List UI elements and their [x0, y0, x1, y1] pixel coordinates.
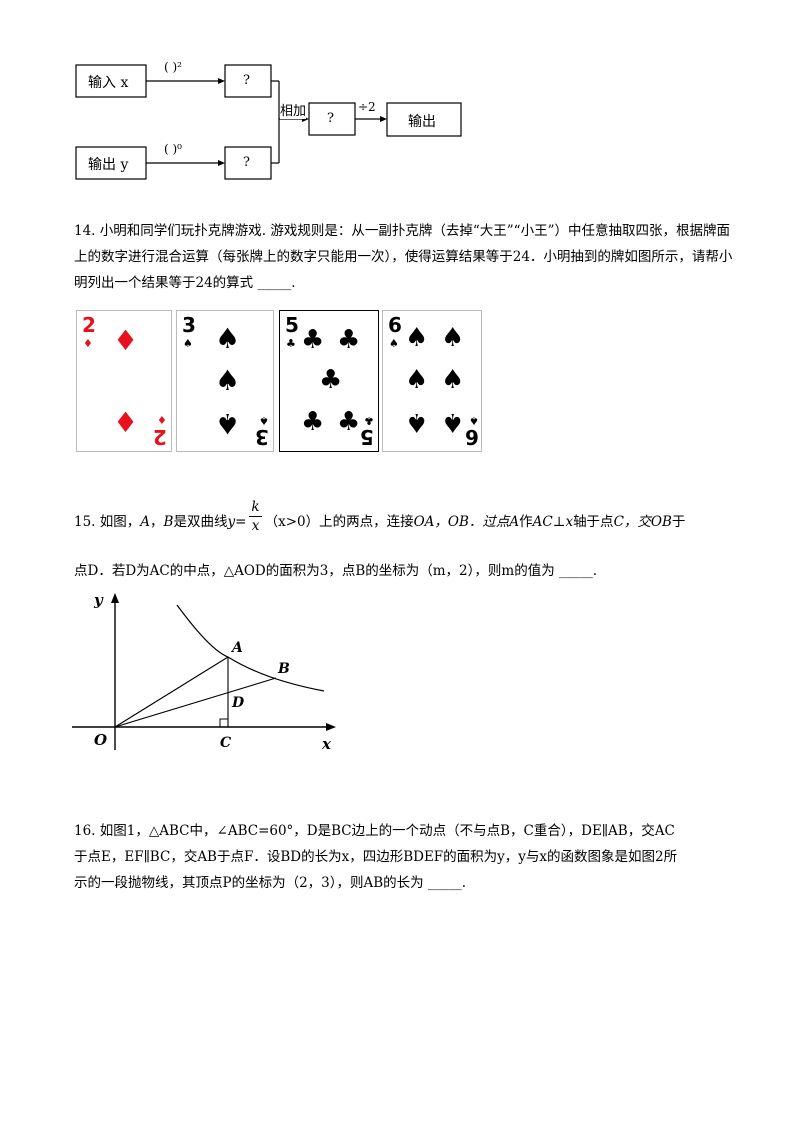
card-3-spades: 3 ♠ ♠ ♠ ♠ ♠ 3 [176, 310, 274, 452]
card-rank: 6 [465, 425, 479, 449]
hyperbola-curve [176, 604, 325, 692]
question-16-number: 16. [74, 823, 96, 839]
spade-icon: ♠ [405, 365, 429, 395]
card-rank: 6 [388, 313, 402, 337]
x-axis-arrow [326, 723, 336, 731]
club-icon: ♣ [301, 325, 325, 355]
y-axis-arrow [111, 593, 119, 603]
card-rank: 5 [285, 313, 299, 337]
question-16-line-3: 示的一段抛物线，其顶点P的坐标为（2，3），则AB的长为 _____. [74, 875, 467, 891]
card-2-diamonds: 2 ♦ ♦ ♦ ♦ 2 [76, 310, 172, 452]
diamond-icon: ♦ [113, 406, 139, 439]
output-box [386, 102, 462, 137]
zero-power-result-label: ? [243, 155, 250, 170]
sum-result-label: ? [327, 111, 334, 126]
club-icon: ♣ [337, 325, 361, 355]
input-y-box [75, 146, 147, 180]
question-16-line-1: 16. 如图1，△ABC中，∠ABC=60°，D是BC边上的一个动点（不与点B，… [74, 823, 675, 839]
fraction-denominator: x [251, 518, 260, 534]
question-16-line-2: 于点E，EF∥BC，交AB于点F．设BD的长为x，四边形BDEF的面积为y，y与… [74, 849, 678, 865]
label-D: D [231, 695, 245, 711]
input-x-box [75, 64, 147, 98]
card-rank: 3 [182, 313, 196, 337]
diamond-icon: ♦ [157, 414, 167, 427]
function-domain: （x>0） [264, 514, 320, 530]
spade-icon: ♠ [183, 337, 193, 350]
square-result-box [224, 64, 272, 98]
club-icon: ♣ [319, 365, 343, 395]
divide-operation-label: ÷2 [358, 100, 376, 114]
card-rank: 3 [255, 425, 269, 449]
segment-OB [114, 677, 277, 728]
flowchart-diagram [75, 64, 462, 180]
spade-icon: ♠ [441, 407, 465, 437]
card-rank: 5 [360, 425, 374, 449]
square-operation-label: ( )² [164, 60, 182, 74]
diamond-icon: ♦ [83, 337, 93, 350]
club-icon: ♣ [286, 337, 296, 350]
input-x-label: 输入 x [88, 75, 129, 91]
question-14-blank: _____. [257, 275, 296, 291]
spade-icon: ♠ [405, 407, 429, 437]
diamond-icon: ♦ [113, 324, 139, 357]
question-15-line-2: 点D．若D为AC的中点，△AOD的面积为3，点B的坐标为（m，2），则m的值为 … [74, 563, 598, 579]
fraction-numerator: k [249, 499, 262, 517]
output-label: 输出 [408, 114, 436, 130]
spade-icon: ♠ [441, 323, 465, 353]
figure-15-hyperbola: y x O A B D C [72, 591, 336, 753]
sum-result-box [308, 102, 356, 136]
question-15-blank: _____. [559, 563, 598, 579]
question-14-text: 小明和同学们玩扑克牌游戏. 游戏规则是：从一副扑克牌（去掉“大王”“小王”）中任… [74, 223, 733, 291]
label-B: B [277, 661, 290, 677]
right-angle-mark [219, 718, 228, 727]
question-16: 16. 如图1，△ABC中，∠ABC=60°，D是BC边上的一个动点（不与点B，… [74, 818, 774, 896]
label-y: y [93, 591, 104, 609]
label-C: C [220, 735, 231, 751]
input-y-label: 输出 y [88, 157, 129, 173]
question-15-number: 15. [74, 514, 96, 530]
spade-icon: ♠ [215, 322, 241, 355]
label-O: O [94, 731, 107, 749]
spade-icon: ♠ [215, 407, 241, 440]
function-lhs: y= [227, 514, 247, 530]
spade-icon: ♠ [405, 323, 429, 353]
label-x: x [321, 735, 332, 753]
question-14-number: 14. [74, 223, 96, 239]
spade-icon: ♠ [389, 337, 399, 350]
sum-operation-label: 相加 [280, 100, 307, 119]
card-6-spades: 6 ♠ ♠ ♠ ♠ ♠ ♠ ♠ ♠ 6 [382, 310, 482, 452]
question-14: 14. 小明和同学们玩扑克牌游戏. 游戏规则是：从一副扑克牌（去掉“大王”“小王… [74, 218, 734, 296]
club-icon: ♣ [337, 407, 361, 437]
card-rank: 2 [153, 425, 167, 449]
segment-OA [114, 656, 229, 728]
label-A: A [230, 640, 243, 656]
club-icon: ♣ [301, 407, 325, 437]
square-result-label: ? [243, 73, 250, 88]
spade-icon: ♠ [215, 364, 241, 397]
card-5-clubs: 5 ♣ ♣ ♣ ♣ ♣ ♣ ♣ 5 [279, 310, 379, 452]
question-16-blank: _____. [427, 875, 467, 891]
card-rank: 2 [82, 313, 96, 337]
zero-power-operation-label: ( )⁰ [164, 142, 182, 156]
spade-icon: ♠ [441, 365, 465, 395]
